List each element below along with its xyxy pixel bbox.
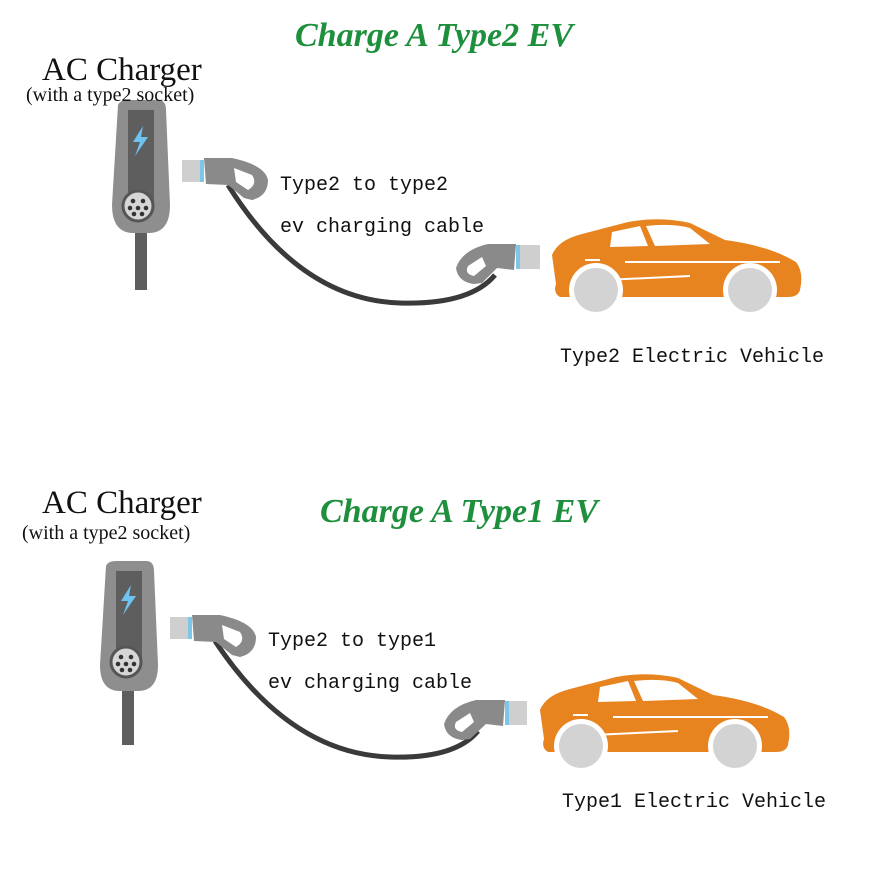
- section-title: Charge A Type2 EV: [295, 17, 573, 55]
- ac-charger-icon: [100, 561, 158, 745]
- plug-connector-icon: [444, 700, 527, 740]
- section-title: Charge A Type1 EV: [320, 493, 598, 531]
- vehicle-label: Type2 Electric Vehicle: [560, 346, 824, 369]
- panel-type1: Charge A Type1 EV AC Charger (with a typ…: [0, 439, 890, 878]
- charger-subtitle: (with a type2 socket): [22, 522, 190, 545]
- panel-type2: Charge A Type2 EV AC Charger (with a typ…: [0, 0, 890, 439]
- car-icon: [552, 219, 801, 317]
- charging-cable: [215, 641, 478, 757]
- charger-subtitle: (with a type2 socket): [26, 84, 194, 107]
- charger-name: AC Charger: [42, 485, 202, 522]
- wheel: [713, 724, 757, 768]
- vehicle-label: Type1 Electric Vehicle: [562, 791, 826, 814]
- wheel: [574, 268, 618, 312]
- cable-label-line1: Type2 to type1: [268, 630, 436, 653]
- ac-charger-icon: [112, 100, 170, 290]
- car-icon: [540, 674, 789, 773]
- wheel: [559, 724, 603, 768]
- plug-connector-icon: [170, 615, 256, 657]
- plug-connector-icon: [456, 244, 540, 284]
- plug-connector-icon: [182, 158, 268, 200]
- charging-cable: [228, 185, 495, 303]
- wheel: [728, 268, 772, 312]
- cable-label-line2: ev charging cable: [280, 216, 484, 239]
- cable-label-line1: Type2 to type2: [280, 174, 448, 197]
- cable-label-line2: ev charging cable: [268, 672, 472, 695]
